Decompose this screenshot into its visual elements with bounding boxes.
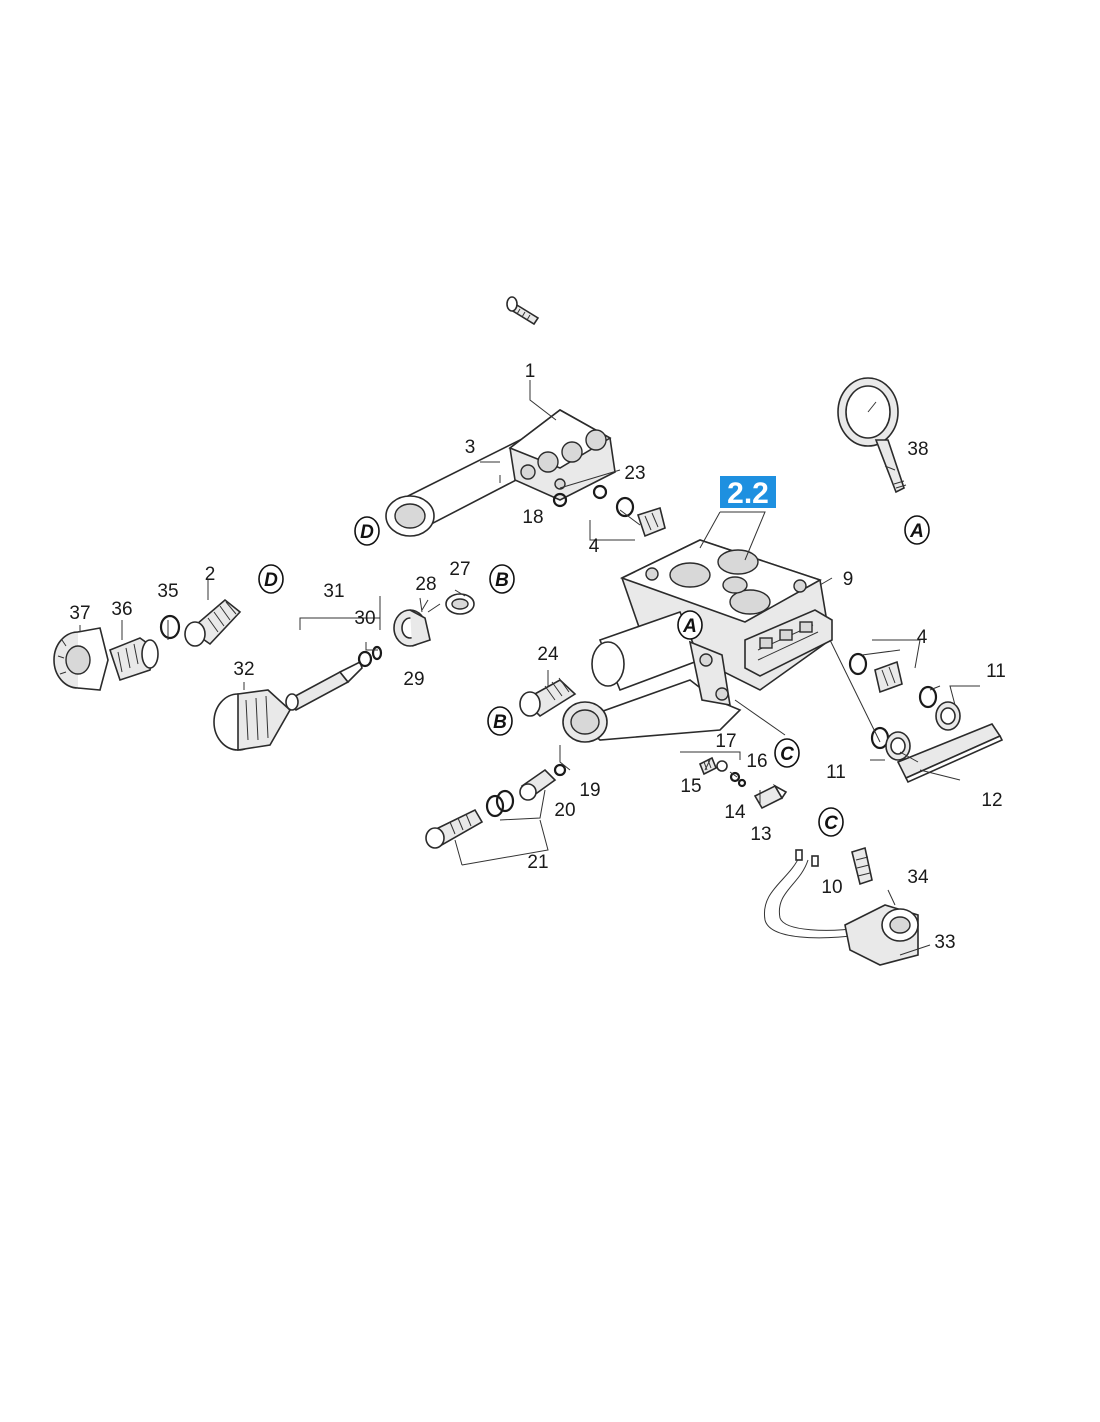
callout-27: 27 [449,559,470,580]
callout-23: 23 [624,463,645,484]
connector-b-right: B [489,564,515,594]
callout-4-upper: 4 [589,536,600,557]
part-o-ring-16 [729,771,747,788]
part-valve-4-upper [636,506,666,538]
part-strainer [184,598,242,647]
part-o-ring-35 [159,614,181,640]
part-check-valve [519,677,577,718]
callout-17: 17 [715,731,736,752]
callout-35: 35 [157,581,178,602]
connector-label: A [909,521,924,542]
callout-24: 24 [537,644,559,665]
part-ball-15 [716,760,728,772]
part-plug-11-lower [870,726,911,761]
part-nozzle-20 [519,768,557,801]
part-o-ring-18 [552,492,568,508]
section-badge-text: 2.2 [727,477,769,510]
part-spring-17 [698,756,718,776]
part-injector-21 [425,789,515,849]
part-switch-33 [844,904,919,966]
callout-11-upper: 11 [986,661,1006,682]
callout-33: 33 [934,932,955,953]
callout-21: 21 [527,852,548,873]
part-ring-27 [445,593,475,615]
callout-10: 10 [821,877,842,898]
connector-d-left: D [258,564,284,594]
part-label-plate-12 [896,723,1004,784]
connector-c-sensor: C [818,807,844,837]
part-o-ring-19 [553,763,567,777]
connector-a-gauge: A [904,515,930,545]
callout-14: 14 [724,802,746,823]
connector-label: B [495,570,509,591]
callout-3: 3 [465,437,476,458]
callout-11-lower: 11 [826,762,846,783]
connector-label: D [360,522,374,543]
callout-18: 18 [522,507,543,528]
part-bolt [506,296,540,326]
callout-15: 15 [680,776,701,797]
callout-32: 32 [233,659,254,680]
connector-d-top: D [354,516,380,546]
callout-29: 29 [403,669,424,690]
connector-b-left: B [487,706,513,736]
connector-a-block: A [677,610,703,640]
callout-12: 12 [981,790,1002,811]
callout-37: 37 [69,603,90,624]
callout-20: 20 [554,800,575,821]
callout-28: 28 [415,574,436,595]
connector-label: C [780,744,794,765]
part-sensor-10 [763,846,873,939]
callout-19: 19 [579,780,600,801]
connector-label: B [493,712,507,733]
part-valve-4-right [848,652,903,694]
section-badge: 2.2 [720,476,776,510]
part-valve-stem [285,660,363,712]
callout-36: 36 [111,599,132,620]
part-upper-manifold [385,409,616,537]
callout-30: 30 [354,608,375,629]
connector-label: A [682,616,697,637]
part-washer-28 [421,599,429,611]
callout-1: 1 [525,361,536,382]
part-o-ring-23 [592,484,635,518]
callout-31: 31 [323,581,344,602]
part-o-ring-30 [357,645,383,668]
callout-38: 38 [907,439,928,460]
part-inlet-nut [53,627,109,691]
connector-label: C [824,813,838,834]
connector-label: D [264,570,278,591]
callout-labels: 1 3 23 18 4 38 9 4 11 11 12 2 35 36 37 3… [69,361,1005,953]
part-pressure-gauge [837,377,907,494]
part-plug-11-upper [918,685,961,731]
part-filter-cap [213,689,292,751]
callout-4-right: 4 [917,627,928,648]
part-valve-seat [393,609,431,647]
leader-lines [79,380,980,956]
connector-c-block: C [774,738,800,768]
callout-2: 2 [205,564,216,585]
callout-9: 9 [843,569,854,590]
part-pump-head [562,539,833,743]
part-hose-coupling [109,637,159,682]
callout-13: 13 [750,824,771,845]
callout-34: 34 [907,867,929,888]
callout-16: 16 [746,751,767,772]
